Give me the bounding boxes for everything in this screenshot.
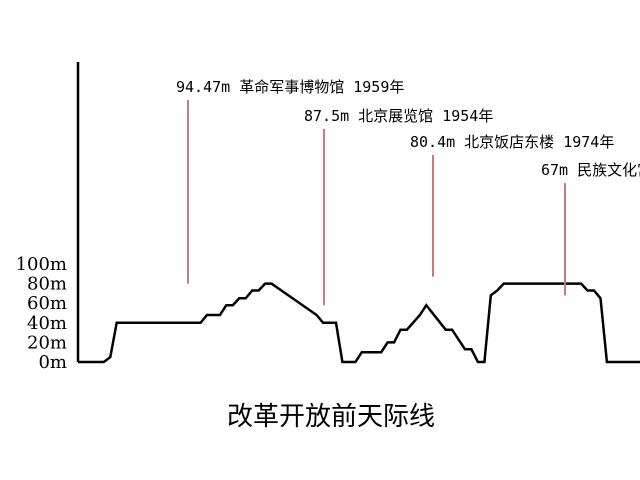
skyline-series: [78, 282, 640, 364]
building-annotation: 94.47m 革命军事博物馆 1959年: [176, 78, 404, 284]
chart-title: 改革开放前天际线: [227, 402, 435, 432]
building-annotation: 67m 民族文化宫 1959年: [541, 161, 640, 296]
y-tick-label: 60m: [27, 293, 67, 314]
building-annotation: 80.4m 北京饭店东楼 1974年: [410, 133, 614, 277]
building-annotations: 94.47m 革命军事博物馆 1959年 87.5m 北京展览馆 1954年 80.…: [176, 78, 640, 306]
y-tick-label: 80m: [27, 274, 67, 295]
building-annotation: 87.5m 北京展览馆 1954年: [304, 107, 493, 306]
y-tick-label: 100m: [16, 254, 67, 275]
y-tick-label: 0m: [38, 352, 67, 373]
annotation-label: 87.5m 北京展览馆 1954年: [304, 107, 493, 125]
y-tick-label: 20m: [27, 332, 67, 353]
annotation-label: 94.47m 革命军事博物馆 1959年: [176, 78, 404, 96]
annotation-label: 80.4m 北京饭店东楼 1974年: [410, 133, 614, 151]
skyline-line: [78, 282, 640, 364]
annotation-label: 67m 民族文化宫 1959年: [541, 161, 640, 179]
y-tick-label: 40m: [27, 313, 67, 334]
